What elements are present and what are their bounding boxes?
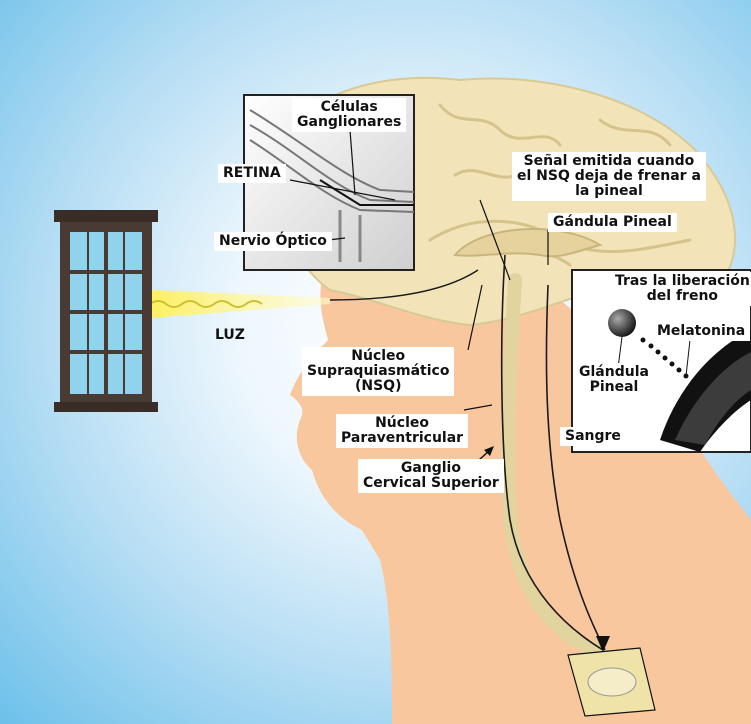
window bbox=[54, 210, 158, 412]
label-nervio-optico: Nervio Óptico bbox=[214, 232, 332, 251]
label-celulas-ganglionares: Células Ganglionares bbox=[292, 98, 406, 132]
label-ganglio: Ganglio Cervical Superior bbox=[358, 459, 504, 493]
label-gandula-pineal: Gándula Pineal bbox=[548, 213, 677, 232]
label-sangre: Sangre bbox=[560, 427, 626, 446]
label-senal: Señal emitida cuando el NSQ deja de fren… bbox=[512, 152, 706, 201]
label-tras-liberacion: Tras la liberación del freno bbox=[610, 272, 751, 306]
label-retina: RETINA bbox=[218, 164, 286, 183]
label-melatonina: Melatonina bbox=[652, 322, 750, 341]
label-glandula-pineal: Glándula Pineal bbox=[574, 363, 654, 397]
label-paraventricular: Núcleo Paraventricular bbox=[336, 414, 468, 448]
label-luz: LUZ bbox=[210, 326, 250, 345]
light-beam bbox=[150, 290, 330, 318]
label-nsq: Núcleo Supraquiasmático (NSQ) bbox=[302, 347, 454, 396]
